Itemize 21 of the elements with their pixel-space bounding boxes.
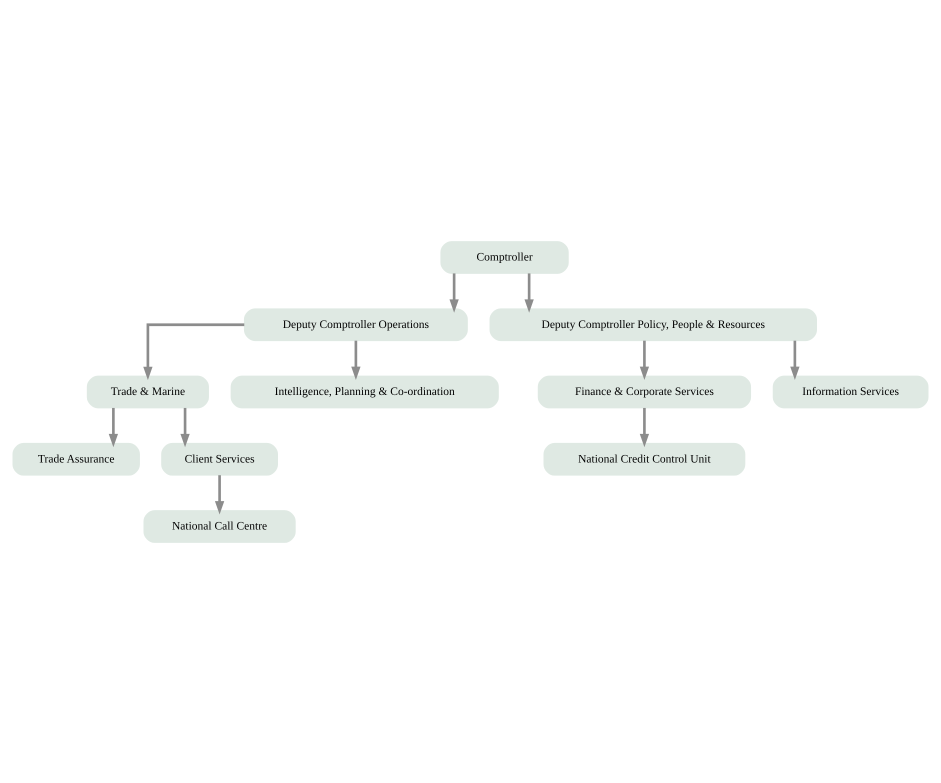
node-box: Finance & Corporate Services [538,375,752,408]
arrow [640,407,650,447]
arrow [143,322,244,380]
node-box: Trade & Marine [86,375,209,408]
node-box: Trade Assurance [12,442,140,476]
arrow [524,272,534,312]
arrow [180,407,190,447]
node-box: Client Services [161,442,278,476]
node-box: Comptroller [440,240,569,274]
arrow [640,340,650,380]
arrow [351,340,361,380]
node-box: Deputy Comptroller Policy, People & Resources [490,308,817,341]
arrow [790,340,800,380]
arrow [214,474,224,514]
arrow [108,407,118,447]
node-box: National Call Centre [143,510,296,542]
node-box: Information Services [772,375,929,408]
node-box: Intelligence, Planning & Co-ordination [230,375,499,408]
node-box: Deputy Comptroller Operations [244,308,468,341]
arrow [449,272,459,312]
node-box: National Credit Control Unit [544,442,746,476]
